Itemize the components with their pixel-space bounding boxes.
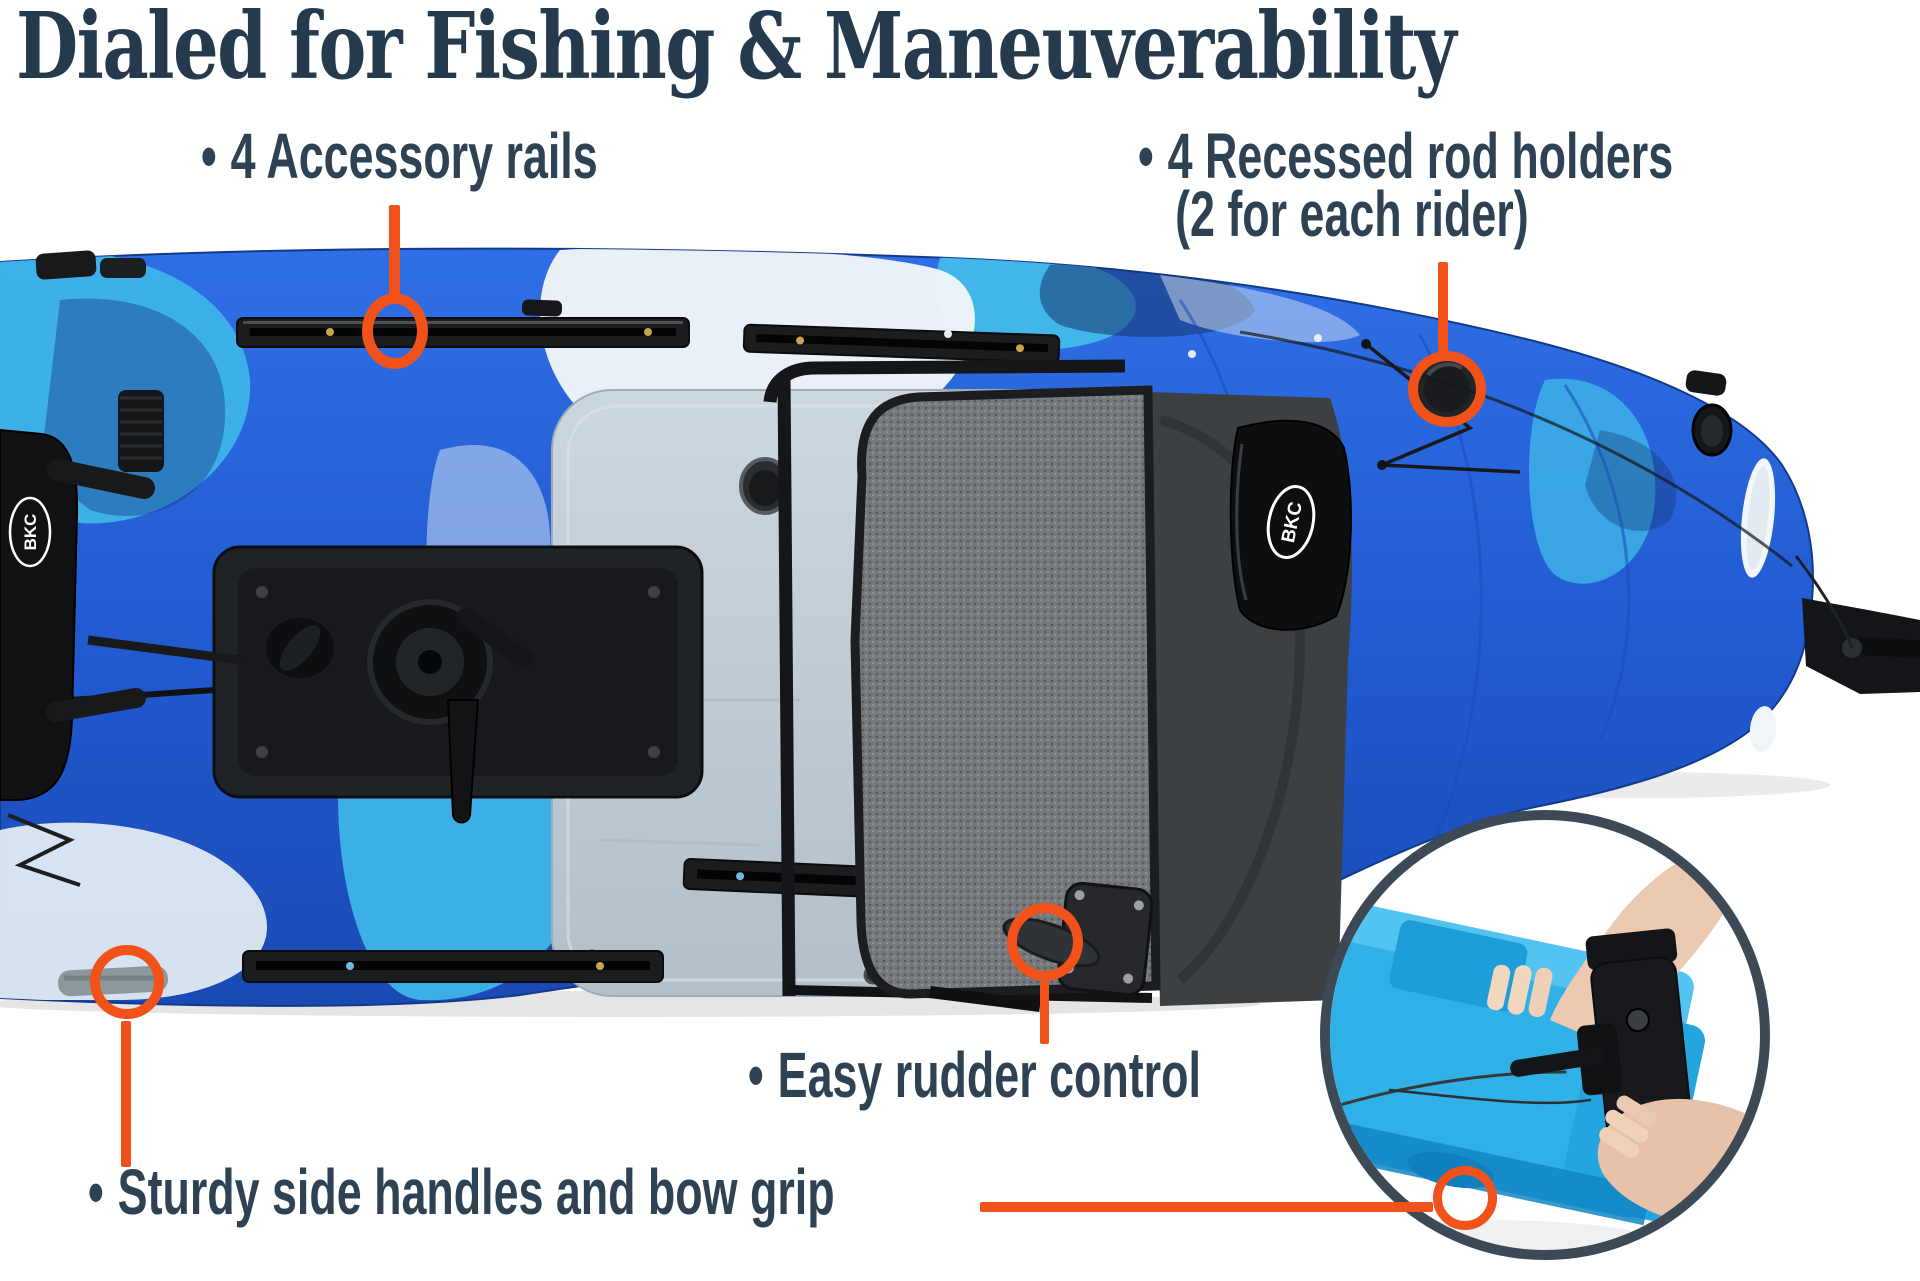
callout-rudder-label: Easy rudder control [777,1039,1201,1111]
bkc-logo-seat: BKC [1266,484,1316,560]
inset-photo-bow-grip [1320,810,1770,1260]
accessory-rails-highlight-circle [362,293,428,369]
callout-rod-holders-label-line1: 4 Recessed rod holders [1167,120,1674,192]
callout-accessory-rails-label: 4 Accessory rails [230,120,598,192]
inset-photo-content [1330,830,1760,1250]
accessory-rail-top-left [236,317,690,348]
bow-clip [1685,370,1727,396]
svg-text:BKC: BKC [21,514,40,551]
callout-handles: •Sturdy side handles and bow grip [88,1156,835,1228]
bow-grip-highlight-circle [1433,1166,1497,1230]
page-title: Dialed for Fishing & Maneuverability [16,0,1457,100]
accessory-rail-bottom-left [242,950,664,983]
kayak-seat: BKC [763,359,1352,1012]
rudder-connector-line [1040,981,1049,1044]
rudder-highlight-circle [1007,903,1083,981]
callout-rod-holders-label-line2: (2 for each rider) [1175,178,1529,250]
side-handle-highlight-circle [90,945,164,1019]
bullet-icon: • [1138,120,1154,192]
pedal-drive-unit [69,545,704,824]
bullet-icon: • [748,1039,764,1111]
seat-headrest [1229,419,1352,631]
rod-holders-highlight-circle [1408,351,1486,427]
callout-handles-label: Sturdy side handles and bow grip [117,1156,835,1228]
bow-grip-connector-line [980,1202,1433,1212]
seat-frame-top [763,359,1126,404]
bow-handle-slot-2 [1749,706,1777,752]
rod-holder-2 [1691,403,1733,457]
rod-holders-connector-line [1438,262,1448,352]
accessory-rails-connector-line [389,205,400,295]
callout-rudder: •Easy rudder control [748,1039,1201,1111]
deck-fittings [35,250,1322,358]
side-handle-connector-line [121,1021,131,1167]
stern-fitting [118,390,164,472]
seat-frame-left [777,375,796,997]
callout-rod-holders: •4 Recessed rod holders (2 for each ride… [1138,120,1673,250]
bullet-icon: • [88,1156,104,1228]
rudder-assembly [1794,555,1920,694]
stern-seat: BKC [0,428,155,887]
bullet-icon: • [201,120,217,192]
seat-mesh [850,385,1161,999]
bkc-logo-stern: BKC [8,496,52,568]
accessory-rail-top-right [742,323,1061,364]
callout-accessory-rails: •4 Accessory rails [201,120,598,192]
